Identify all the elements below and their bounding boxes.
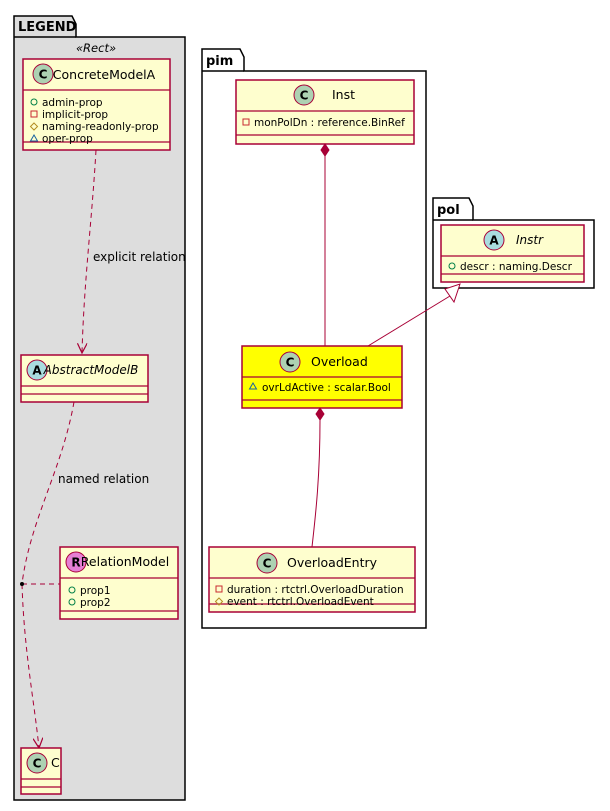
attr-event: event : rtctrl.OverloadEvent bbox=[227, 596, 374, 608]
class-name: C bbox=[51, 755, 60, 770]
attr-descr: descr : naming.Descr bbox=[460, 261, 573, 273]
class-glyph: A bbox=[32, 364, 42, 378]
abstract-a-icon bbox=[26, 359, 48, 381]
class-glyph: A bbox=[489, 234, 499, 248]
class-name: AbstractModelB bbox=[43, 363, 139, 377]
pol-package-title: pol bbox=[437, 203, 460, 218]
class-glyph: C bbox=[33, 757, 42, 771]
class-name: Overload bbox=[311, 354, 368, 369]
relation-label-explicit: explicit relation bbox=[93, 250, 186, 264]
attr-implicit-prop: implicit-prop bbox=[42, 109, 108, 121]
public-visibility-icon bbox=[68, 586, 76, 594]
class-glyph: C bbox=[263, 557, 272, 571]
class-overload-entry[interactable]: C OverloadEntry duration : rtctrl.Overlo… bbox=[208, 546, 416, 613]
relation-named: named relation bbox=[20, 401, 149, 748]
private-visibility-icon bbox=[215, 585, 223, 593]
relation-label-named: named relation bbox=[58, 472, 149, 486]
class-concrete-model-a[interactable]: C ConcreteModelA admin-prop implicit-pro… bbox=[22, 58, 171, 151]
protected-visibility-icon bbox=[214, 597, 224, 606]
class-c[interactable]: C C bbox=[20, 747, 62, 795]
class-abstract-model-b[interactable]: A AbstractModelB bbox=[20, 354, 149, 403]
class-overload[interactable]: C Overload ovrLdActive : scalar.Bool bbox=[241, 345, 403, 409]
class-name: OverloadEntry bbox=[287, 555, 378, 570]
class-glyph: C bbox=[286, 356, 295, 370]
class-c-icon bbox=[32, 63, 54, 85]
class-c-icon bbox=[293, 84, 315, 106]
attr-prop1: prop1 bbox=[80, 585, 111, 597]
association-point bbox=[20, 582, 24, 586]
package-visibility-icon bbox=[29, 134, 39, 142]
public-visibility-icon bbox=[448, 262, 456, 270]
public-visibility-icon bbox=[68, 598, 76, 606]
class-instr[interactable]: A Instr descr : naming.Descr bbox=[440, 224, 585, 283]
class-glyph: C bbox=[39, 68, 48, 82]
class-c-icon bbox=[256, 552, 278, 574]
class-glyph: C bbox=[300, 89, 309, 103]
class-name: Inst bbox=[332, 87, 355, 102]
class-c-icon bbox=[279, 351, 301, 373]
class-c-icon bbox=[26, 752, 48, 774]
private-visibility-icon bbox=[242, 118, 250, 126]
class-glyph: R bbox=[71, 556, 80, 570]
abstract-a-icon bbox=[483, 229, 505, 251]
attr-duration: duration : rtctrl.OverloadDuration bbox=[227, 584, 404, 596]
class-relation-model[interactable]: R RelationModel prop1 prop2 bbox=[59, 546, 179, 620]
relation-overload-instr-generalization bbox=[367, 283, 461, 347]
class-name: ConcreteModelA bbox=[53, 67, 156, 82]
attr-ovr-ld-active: ovrLdActive : scalar.Bool bbox=[262, 382, 391, 394]
public-visibility-icon bbox=[30, 98, 38, 106]
pim-package-title: pim bbox=[206, 54, 233, 69]
relation-overload-entry-composition bbox=[311, 407, 325, 548]
attr-oper-prop: oper-prop bbox=[42, 133, 93, 145]
attr-prop2: prop2 bbox=[80, 597, 111, 609]
legend-package-title: LEGEND bbox=[18, 20, 77, 35]
class-name: Instr bbox=[516, 233, 544, 247]
attr-admin-prop: admin-prop bbox=[42, 97, 103, 109]
protected-visibility-icon bbox=[29, 122, 39, 131]
attr-naming-readonly-prop: naming-readonly-prop bbox=[42, 121, 159, 133]
class-name: RelationModel bbox=[81, 554, 169, 569]
class-inst[interactable]: C Inst monPolDn : reference.BinRef bbox=[235, 79, 415, 145]
relation-explicit: explicit relation bbox=[82, 149, 186, 353]
private-visibility-icon bbox=[30, 110, 38, 118]
relation-inst-overload-composition bbox=[320, 143, 330, 346]
package-visibility-icon bbox=[248, 382, 258, 390]
legend-stereotype: «Rect» bbox=[76, 41, 116, 55]
pim-package: pim bbox=[201, 48, 427, 629]
attr-mon-pol-dn: monPolDn : reference.BinRef bbox=[254, 117, 405, 129]
relation-r-icon bbox=[65, 551, 87, 573]
